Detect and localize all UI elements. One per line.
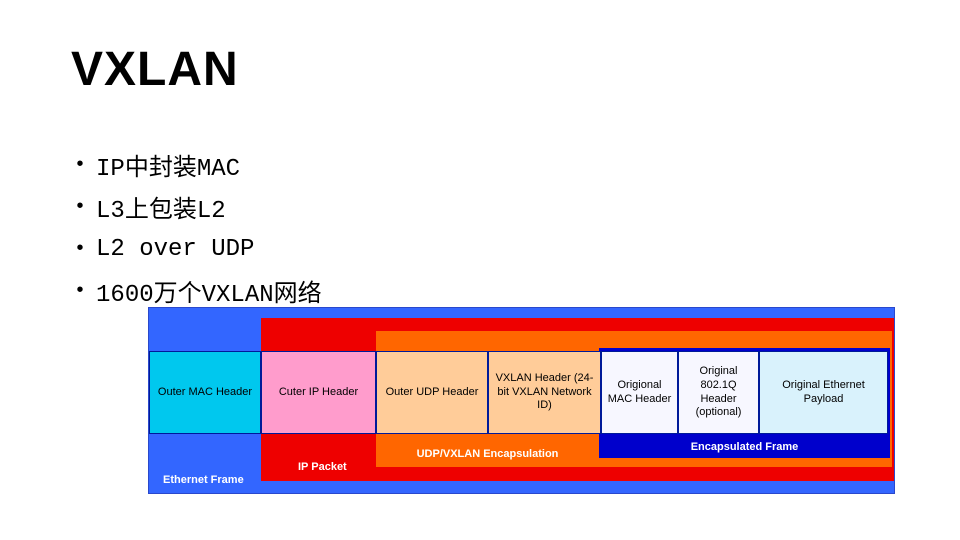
ip-packet-label: IP Packet: [298, 461, 347, 473]
list-item: • IP中封装MAC: [74, 144, 322, 186]
header-box-label: Cuter IP Header: [278, 385, 359, 398]
header-box-label: Outer UDP Header: [385, 385, 479, 398]
bullet-text: L3上包装L2: [96, 198, 226, 225]
header-box-label: Origional MAC Header: [607, 378, 672, 405]
list-item: • L3上包装L2: [74, 186, 322, 228]
header-box-label: Original 802.1Q Header (optional): [695, 365, 742, 419]
header-box-outer-mac-header: Outer MAC Header: [149, 351, 261, 434]
bullet-marker: •: [74, 195, 87, 219]
header-box-original-mac-header: Origional MAC Header: [601, 351, 678, 434]
header-box-label: Original Ethernet Payload: [782, 378, 865, 405]
list-item: • 1600万个VXLAN网络: [74, 270, 322, 312]
encapsulated-frame-label: Encapsulated Frame: [690, 441, 799, 453]
header-box-vxlan-header: VXLAN Header (24-bit VXLAN Network ID): [488, 351, 601, 434]
list-item: • L2 over UDP: [74, 228, 322, 270]
header-box-original-8021q-header: Original 802.1Q Header (optional): [678, 351, 759, 434]
bullet-marker: •: [74, 279, 87, 303]
bullet-marker: •: [74, 237, 87, 261]
bullet-text: L2 over UDP: [96, 235, 255, 263]
vxlan-encapsulation-diagram: Ethernet Frame IP Packet UDP/VXLAN Encap…: [148, 307, 895, 494]
bullet-list: • IP中封装MAC • L3上包装L2 • L2 over UDP • 160…: [74, 144, 322, 312]
ethernet-frame-label: Ethernet Frame: [163, 474, 244, 486]
header-box-label: Outer MAC Header: [157, 385, 253, 398]
slide-title: VXLAN: [71, 43, 239, 96]
bullet-text: IP中封装MAC: [96, 156, 241, 183]
udp-vxlan-encapsulation-label: UDP/VXLAN Encapsulation: [416, 448, 559, 460]
header-box-label: VXLAN Header (24-bit VXLAN Network ID): [495, 371, 594, 412]
bullet-text: 1600万个VXLAN网络: [96, 282, 322, 309]
header-box-original-ethernet-payload: Original Ethernet Payload: [759, 351, 888, 434]
bullet-marker: •: [74, 153, 87, 177]
header-box-outer-ip-header: Cuter IP Header: [261, 351, 376, 434]
header-box-outer-udp-header: Outer UDP Header: [376, 351, 488, 434]
